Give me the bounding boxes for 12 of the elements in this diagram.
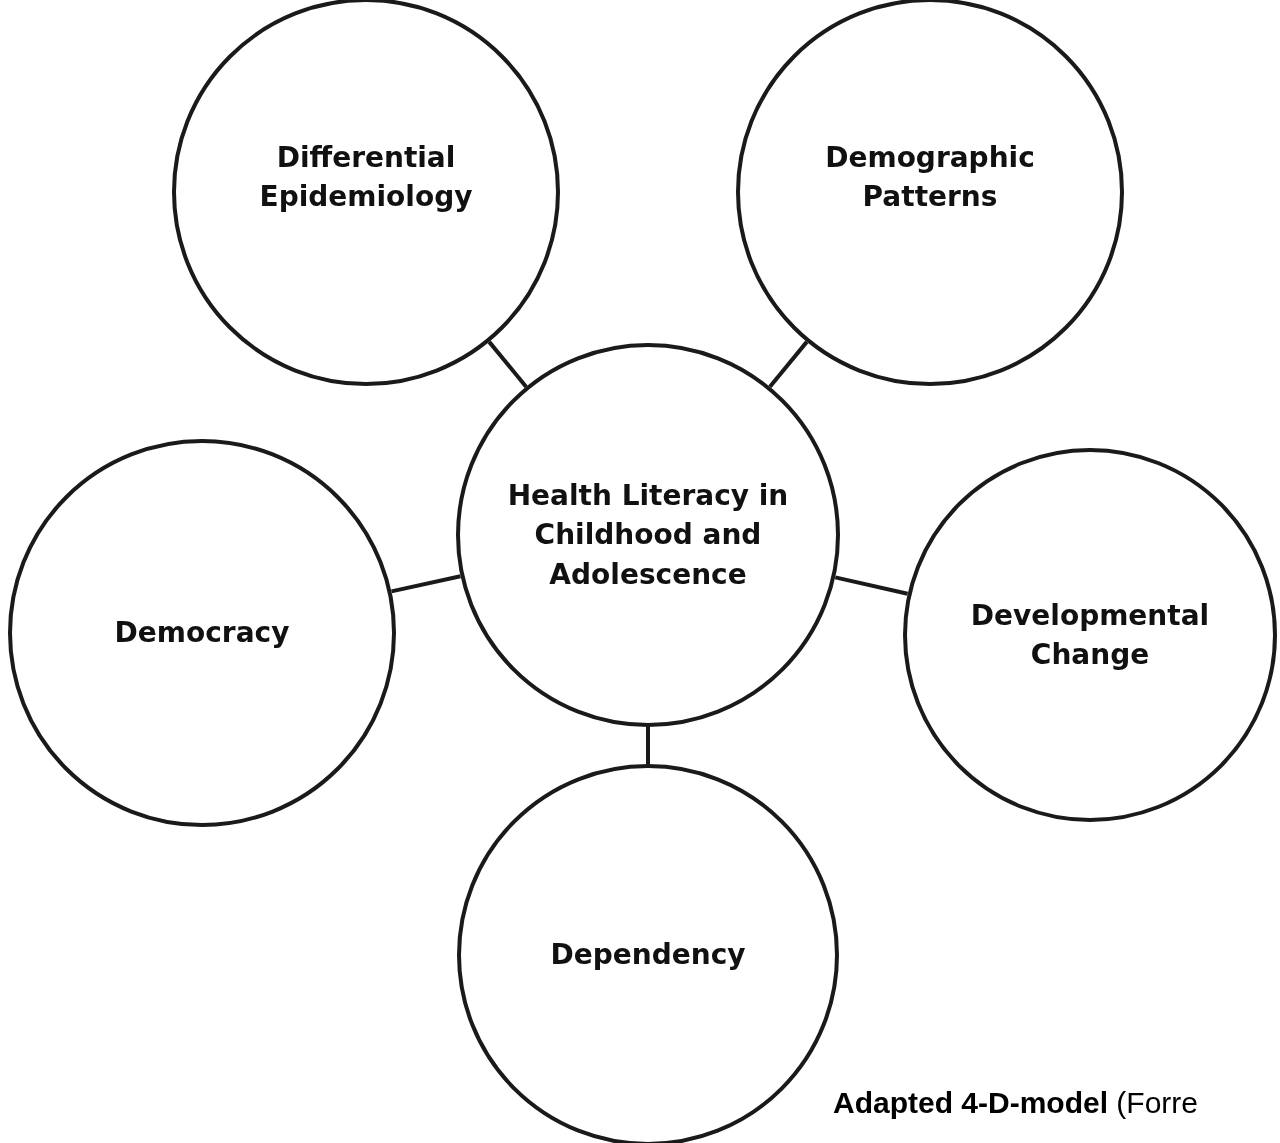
concept-label: Health Literacy in Childhood and Adolescence bbox=[506, 478, 790, 593]
concept-label: Demographic Patterns bbox=[824, 139, 1036, 215]
caption: Adapted 4-D-model (Forre bbox=[833, 1086, 1198, 1120]
connector-line bbox=[768, 340, 809, 388]
connector-line bbox=[391, 574, 461, 594]
concept-label: Differential Epidemiology bbox=[258, 139, 474, 215]
connector-line bbox=[834, 575, 909, 596]
connector-line bbox=[487, 340, 528, 388]
concept-label: Developmental Change bbox=[969, 597, 1211, 673]
concept-label: Dependency bbox=[550, 937, 746, 974]
connector-line bbox=[646, 727, 650, 764]
concept-label: Democracy bbox=[114, 615, 290, 652]
